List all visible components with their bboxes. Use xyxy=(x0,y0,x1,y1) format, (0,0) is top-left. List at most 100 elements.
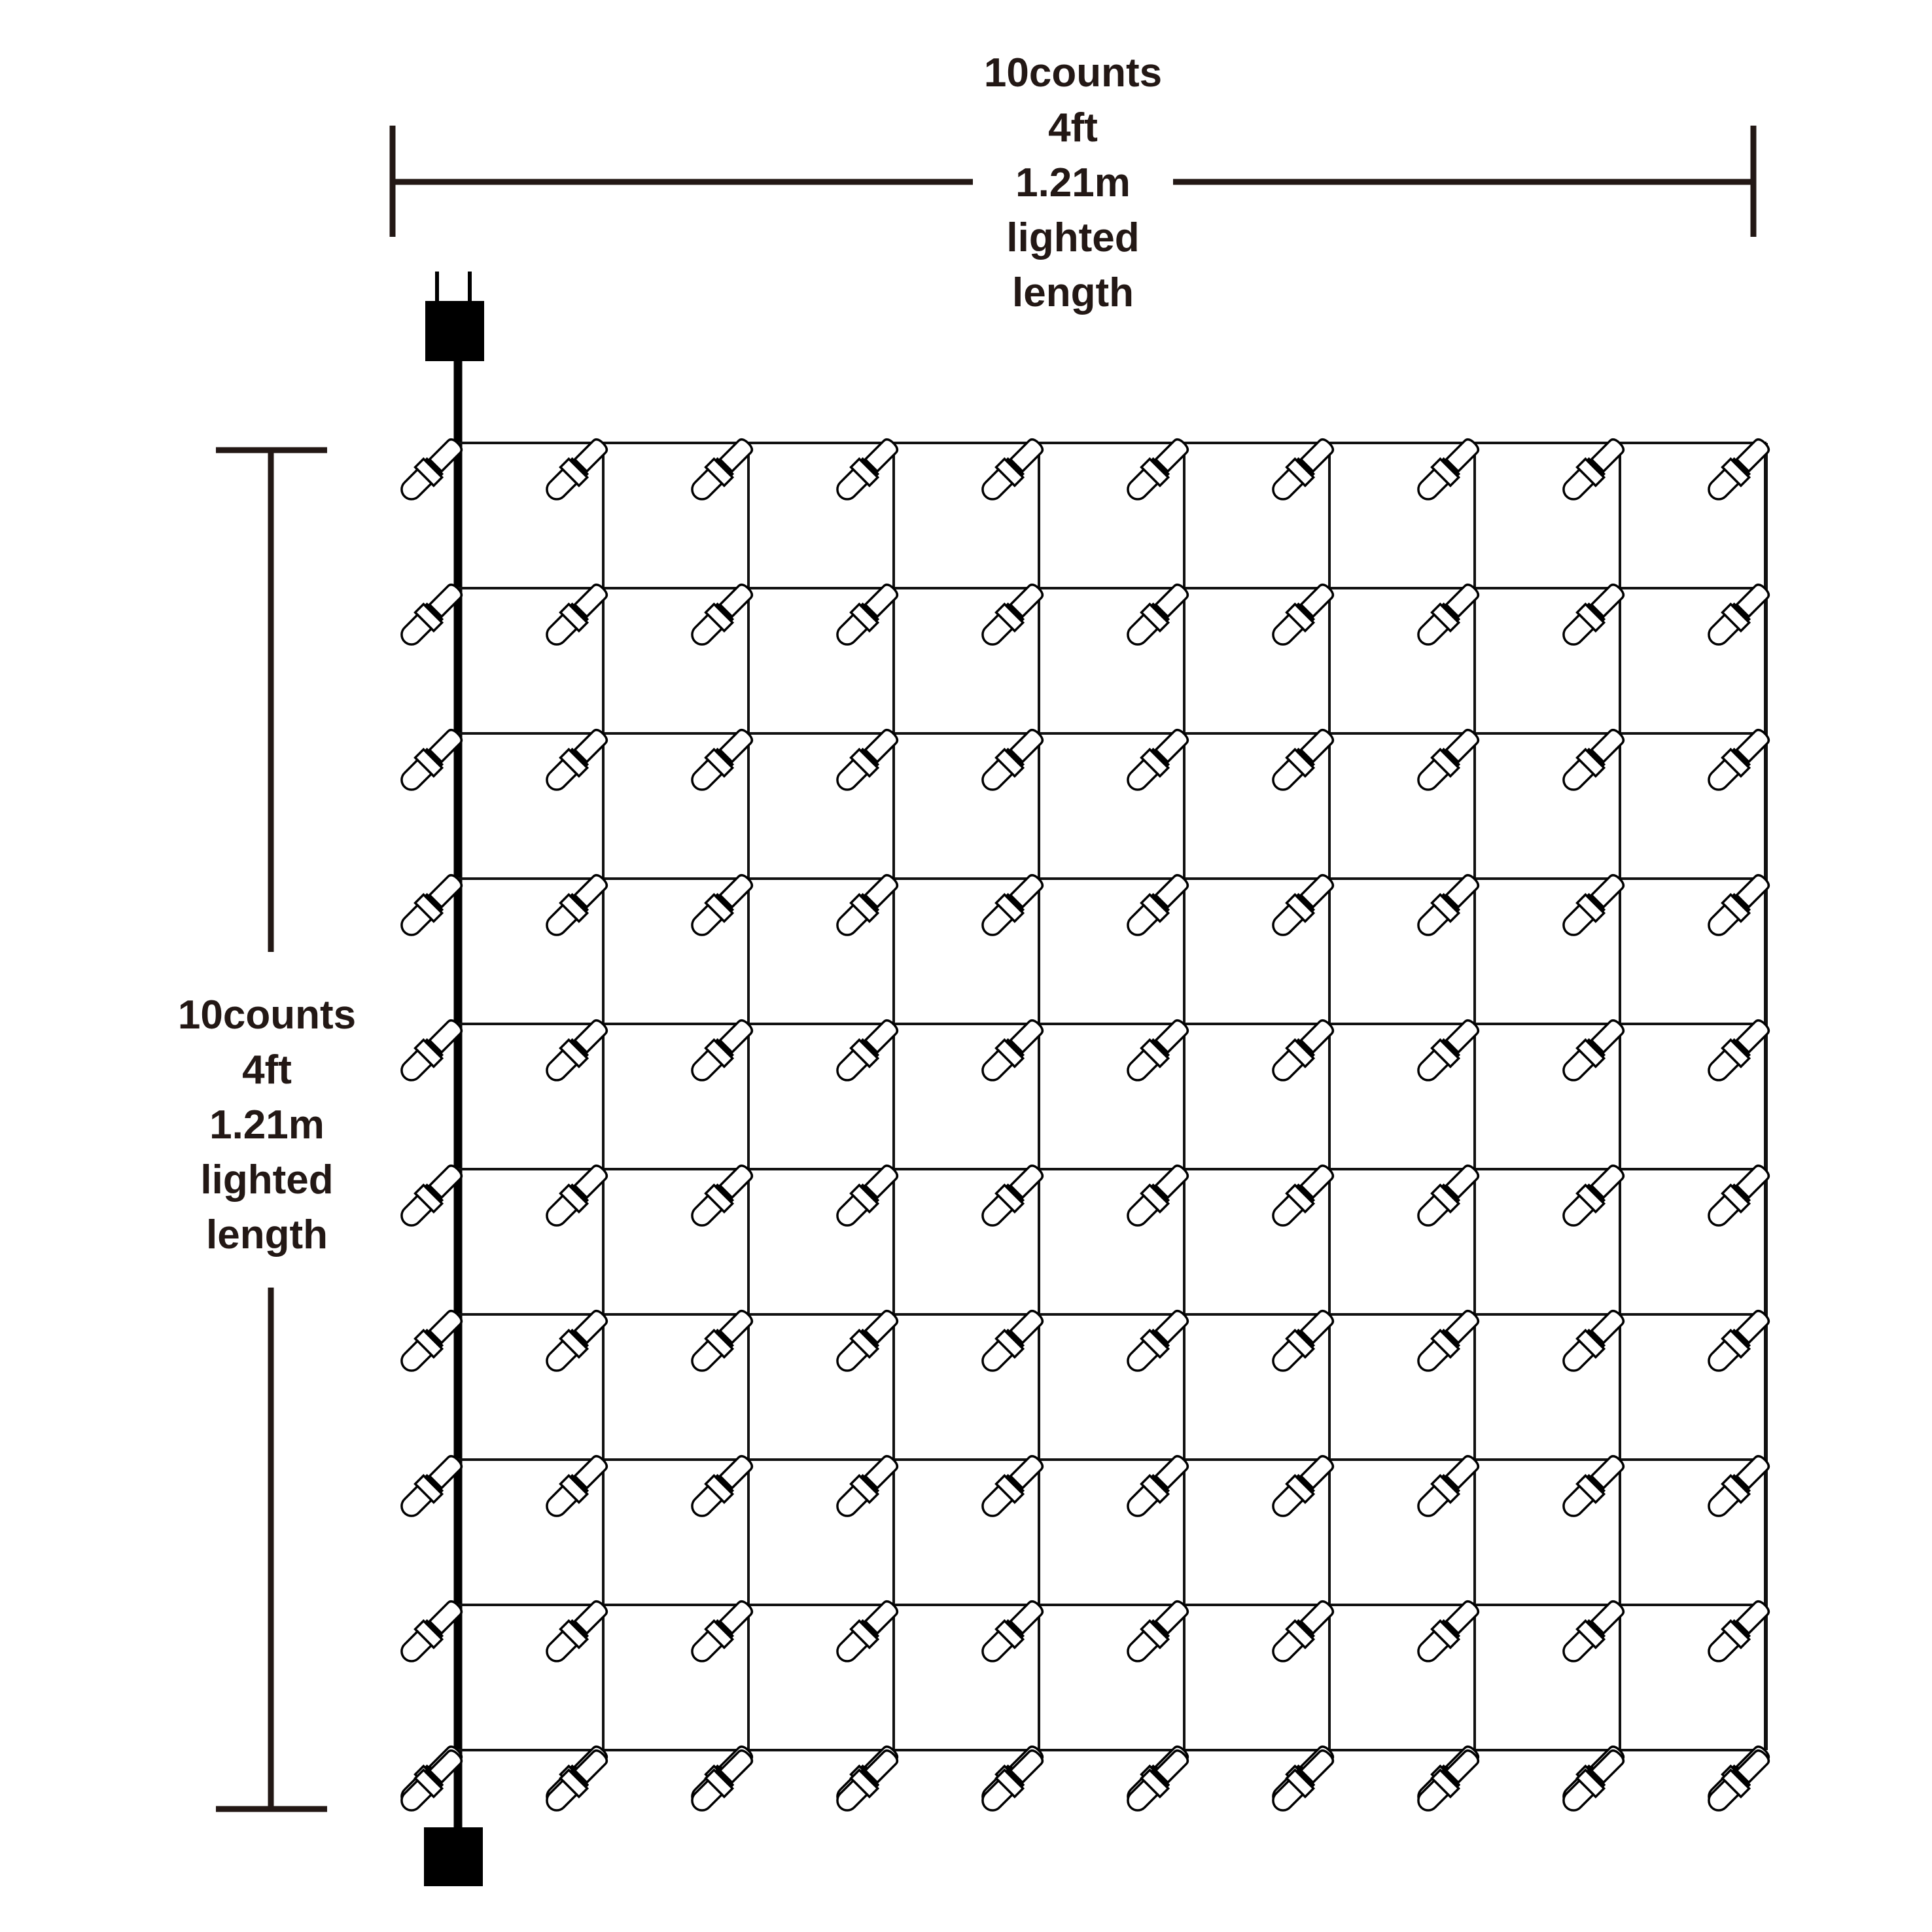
mini-light-bulb-icon xyxy=(1562,1309,1625,1372)
mini-light-bulb-icon xyxy=(1417,1600,1480,1662)
mini-light-bulb-icon xyxy=(1272,873,1335,936)
left-dimension-label-line2: length xyxy=(206,1212,328,1257)
power-plug-icon xyxy=(425,272,484,361)
top-dimension: 10counts 4ft 1.21m lighted length xyxy=(389,50,1757,315)
mini-light-bulb-icon xyxy=(546,1309,608,1372)
mini-light-bulb-icon xyxy=(691,583,754,646)
mini-light-bulb-icon xyxy=(400,583,463,646)
mini-light-bulb-icon xyxy=(981,1749,1044,1812)
mini-light-bulb-icon xyxy=(981,728,1044,791)
top-dimension-meters: 1.21m xyxy=(1015,160,1131,205)
left-dimension-counts: 10counts xyxy=(178,992,356,1038)
mini-light-bulb-icon xyxy=(1417,1164,1480,1227)
mini-light-bulb-icon xyxy=(1127,873,1189,936)
mini-light-bulb-icon xyxy=(1562,1600,1625,1662)
mini-light-bulb-icon xyxy=(1708,728,1770,791)
mini-light-bulb-icon xyxy=(1562,1749,1625,1812)
mini-light-bulb-icon xyxy=(1562,1164,1625,1227)
mini-light-bulb-icon xyxy=(1562,1454,1625,1517)
left-dimension-meters: 1.21m xyxy=(209,1102,325,1148)
left-dimension-label-line1: lighted xyxy=(200,1157,333,1203)
mini-light-bulb-icon xyxy=(546,1019,608,1081)
mini-light-bulb-icon xyxy=(400,1309,463,1372)
mini-light-bulb-icon xyxy=(1417,1019,1480,1081)
mini-light-bulb-icon xyxy=(836,1309,899,1372)
mini-light-bulb-icon xyxy=(1562,728,1625,791)
mini-light-bulb-icon xyxy=(1417,438,1480,501)
mini-light-bulb-icon xyxy=(1417,1454,1480,1517)
mini-light-bulb-icon xyxy=(1708,583,1770,646)
mini-light-bulb-icon xyxy=(400,728,463,791)
mini-light-bulb-icon xyxy=(1127,1454,1189,1517)
mini-light-bulb-icon xyxy=(691,1749,754,1812)
mini-light-bulb-icon xyxy=(836,1749,899,1812)
top-dimension-feet: 4ft xyxy=(1048,105,1098,150)
mini-light-bulb-icon xyxy=(981,1454,1044,1517)
mini-light-bulb-icon xyxy=(836,438,899,501)
top-dimension-counts: 10counts xyxy=(984,50,1162,96)
mini-light-bulb-icon xyxy=(981,873,1044,936)
mini-light-bulb-icon xyxy=(546,873,608,936)
left-dimension-feet: 4ft xyxy=(242,1047,292,1093)
mini-light-bulb-icon xyxy=(1272,1600,1335,1662)
mini-light-bulb-icon xyxy=(1272,438,1335,501)
mini-light-bulb-icon xyxy=(1708,1749,1770,1812)
mini-light-bulb-icon xyxy=(691,1309,754,1372)
mini-light-bulb-icon xyxy=(400,1164,463,1227)
mini-light-bulb-icon xyxy=(836,728,899,791)
mini-light-bulb-icon xyxy=(981,438,1044,501)
mini-light-bulb-icon xyxy=(1562,583,1625,646)
mini-light-bulb-icon xyxy=(1708,438,1770,501)
mini-light-bulb-icon xyxy=(691,1454,754,1517)
top-dimension-label-line2: length xyxy=(1012,270,1134,315)
mini-light-bulb-icon xyxy=(1127,438,1189,501)
mini-light-bulb-icon xyxy=(836,873,899,936)
mini-light-bulb-icon xyxy=(1272,728,1335,791)
mini-light-bulb-icon xyxy=(1272,583,1335,646)
mini-light-bulb-icon xyxy=(1272,1164,1335,1227)
mini-light-bulb-icon xyxy=(1417,1749,1480,1812)
mini-light-bulb-icon xyxy=(691,1164,754,1227)
mini-light-bulb-icon xyxy=(1417,728,1480,791)
mini-light-bulb-icon xyxy=(836,1454,899,1517)
mini-light-bulb-icon xyxy=(1127,1749,1189,1812)
mini-light-bulb-icon xyxy=(400,1454,463,1517)
mini-light-bulb-icon xyxy=(546,438,608,501)
net-grid xyxy=(458,442,1768,1751)
mini-light-bulb-icon xyxy=(546,1749,608,1812)
mini-light-bulb-icon xyxy=(1708,1454,1770,1517)
mini-light-bulb-icon xyxy=(1708,1019,1770,1081)
mini-light-bulb-icon xyxy=(1708,873,1770,936)
mini-light-bulb-icon xyxy=(1127,728,1189,791)
mini-light-bulb-icon xyxy=(981,1309,1044,1372)
top-dimension-label-line1: lighted xyxy=(1006,215,1139,260)
mini-light-bulb-icon xyxy=(1127,583,1189,646)
mini-light-bulb-icon xyxy=(1127,1019,1189,1081)
mini-light-bulb-icon xyxy=(400,1600,463,1662)
mini-light-bulb-icon xyxy=(1708,1164,1770,1227)
mini-light-bulb-icon xyxy=(1127,1600,1189,1662)
mini-light-bulb-icon xyxy=(400,873,463,936)
mini-light-bulb-icon xyxy=(981,1600,1044,1662)
left-dimension: 10counts 4ft 1.21m lighted length xyxy=(178,447,356,1812)
mini-light-bulb-icon xyxy=(400,1019,463,1081)
mini-light-bulb-icon xyxy=(836,1600,899,1662)
mini-light-bulb-icon xyxy=(1562,438,1625,501)
mini-light-bulb-icon xyxy=(836,583,899,646)
mini-light-bulb-icon xyxy=(546,1600,608,1662)
mini-light-bulb-icon xyxy=(981,583,1044,646)
mini-light-bulb-icon xyxy=(1708,1309,1770,1372)
mini-light-bulb-icon xyxy=(400,438,463,501)
mini-light-bulb-icon xyxy=(691,1600,754,1662)
mini-light-bulb-icon xyxy=(1417,873,1480,936)
mini-light-bulb-icon xyxy=(691,728,754,791)
mini-light-bulb-icon xyxy=(1417,1309,1480,1372)
mini-light-bulb-icon xyxy=(981,1164,1044,1227)
mini-light-bulb-icon xyxy=(546,728,608,791)
mini-light-bulb-icon xyxy=(691,873,754,936)
mini-light-bulb-icon xyxy=(546,1164,608,1227)
mini-light-bulb-icon xyxy=(1708,1600,1770,1662)
mini-light-bulb-icon xyxy=(546,583,608,646)
mini-light-bulb-icon xyxy=(1272,1309,1335,1372)
